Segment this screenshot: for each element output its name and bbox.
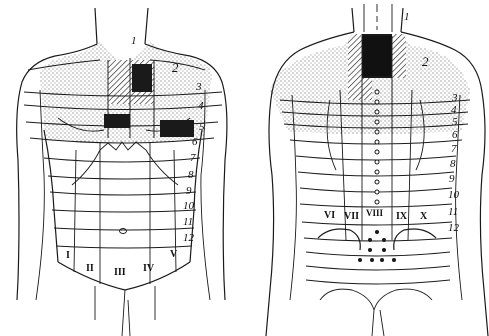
back-roman-6: VI [324,210,335,221]
front-leg-lines [95,286,155,336]
back-dotted-zone-upper-back [262,100,480,134]
front-num-6: 6 [192,136,198,148]
back-neck-left [352,8,354,32]
front-navel [120,229,127,234]
front-roman-4: IV [143,263,155,274]
front-num-3: 3 [195,81,202,93]
back-num-8: 8 [450,158,456,170]
back-roman-labels: VI VII VIII IX X [324,208,428,222]
back-roman-10: X [420,211,428,222]
back-num-2: 2 [422,54,429,69]
front-num-10: 10 [183,200,195,212]
back-hatched-strip-left [348,78,372,100]
back-neck-right [401,8,403,32]
back-torso: 1 2 3 4 5 6 7 8 9 10 11 12 VI VII VIII I… [262,4,488,336]
front-dark-block-upper [132,64,152,92]
back-roman-7: VII [344,211,359,222]
back-num-7: 7 [451,143,457,155]
front-torso: 1 2 3 4 5 6 7 8 9 10 11 12 I II III IV V [17,8,230,336]
front-roman-2: II [86,263,94,274]
front-num-5: 5 [199,121,205,133]
front-num-1: 1 [131,35,137,47]
front-num-2: 2 [172,60,179,75]
back-num-9: 9 [449,173,455,185]
back-num-1: 1 [404,11,410,23]
front-num-4: 4 [198,100,204,112]
front-num-12: 12 [183,232,195,244]
front-num-8: 8 [188,169,194,181]
front-arm-left [36,90,44,300]
front-num-7: 7 [190,152,196,164]
front-neck-left [95,8,97,44]
back-roman-9: IX [396,211,408,222]
back-num-11: 11 [448,206,458,218]
back-num-3: 3 [451,92,458,104]
front-torso-side-left [44,130,58,262]
front-roman-5: V [170,249,178,260]
back-dark-block-inner [363,36,391,76]
back-num-6: 6 [452,129,458,141]
back-num-10: 10 [448,189,460,201]
back-num-4: 4 [451,104,457,116]
back-num-5: 5 [452,116,458,128]
back-shading [262,34,480,134]
back-num-12: 12 [448,222,460,234]
front-num-9: 9 [186,185,192,197]
front-dark-block-side [160,120,194,137]
back-neck-inner [364,4,392,32]
back-buttocks [320,289,432,336]
front-roman-3: III [114,267,126,278]
back-hatched-strip-mid [348,34,362,78]
back-hatched-strip-right [392,34,406,78]
front-roman-1: I [66,250,70,261]
front-roman-labels: I II III IV V [66,249,178,278]
front-neck-right [145,8,148,44]
back-roman-8: VIII [366,208,384,218]
front-num-11: 11 [183,216,193,228]
